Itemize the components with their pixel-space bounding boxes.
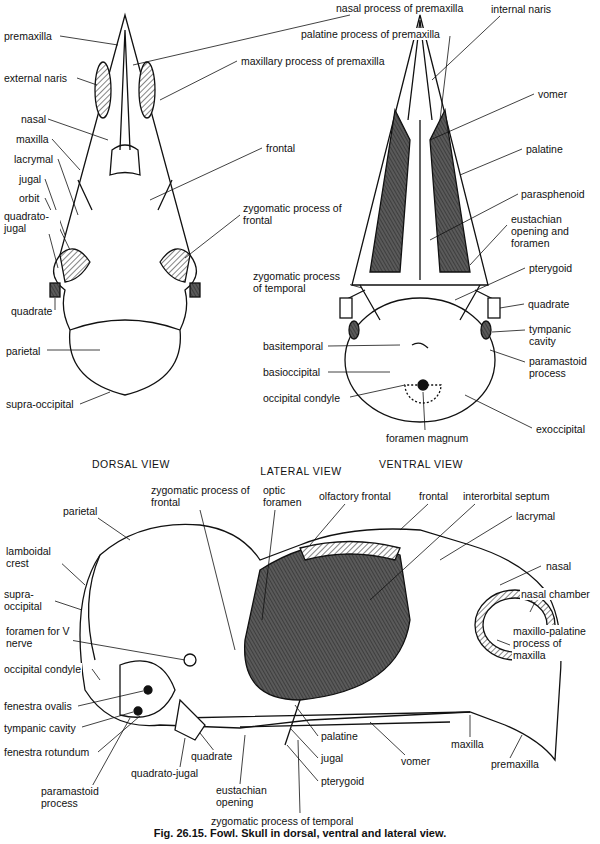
part-label: tympanic cavity: [528, 323, 582, 347]
part-label: lamboidal crest: [5, 545, 62, 569]
part-label: frontal: [418, 490, 449, 502]
part-label: quadrate: [190, 750, 233, 762]
part-label: supra-occipital: [3, 588, 55, 612]
part-label: nasal process of premaxilla: [335, 2, 464, 14]
part-label: parietal: [62, 505, 98, 517]
part-label: jugal: [320, 752, 344, 764]
part-label: foramen magnum: [385, 432, 469, 444]
part-label: quadrato-jugal: [130, 767, 199, 779]
part-label: optic foramen: [262, 484, 310, 508]
part-label: premaxilla: [3, 30, 53, 42]
part-label: occipital condyle: [3, 663, 82, 675]
part-label: pterygoid: [320, 775, 365, 787]
part-label: paramastoid process: [40, 785, 112, 809]
part-label: palatine process of premaxilla: [300, 28, 441, 40]
part-label: zygomatic process of temporal: [252, 270, 350, 294]
part-label: orbit: [18, 192, 40, 204]
part-label: tympanic cavity: [3, 722, 77, 734]
part-label: premaxilla: [490, 758, 540, 770]
view-title: DORSAL VIEW: [60, 458, 202, 470]
part-label: frontal: [265, 142, 296, 154]
part-label: maxilla: [450, 738, 485, 750]
part-label: basioccipital: [262, 366, 321, 378]
part-label: external naris: [3, 72, 68, 84]
part-label: exoccipital: [535, 423, 586, 435]
part-label: quadrate: [10, 305, 53, 317]
part-label: maxillo-palatine process of maxilla: [512, 625, 596, 661]
part-label: fenestra ovalis: [3, 700, 73, 712]
part-label: foramen for V nerve: [5, 625, 73, 649]
part-label: paramastoid process: [528, 355, 596, 379]
view-title: LATERAL VIEW: [230, 465, 372, 477]
part-label: parietal: [5, 345, 41, 357]
part-label: olfactory frontal: [318, 490, 392, 502]
part-label: zygomatic process of frontal: [150, 484, 252, 508]
part-label: basitemporal: [262, 340, 324, 352]
part-label: vomer: [400, 755, 431, 767]
view-title: VENTRAL VIEW: [350, 458, 492, 470]
part-label: maxilla: [15, 133, 50, 145]
figure-caption: Fig. 26.15. Fowl. Skull in dorsal, ventr…: [0, 827, 600, 839]
part-label: lacrymal: [515, 510, 556, 522]
part-label: nasal: [20, 113, 47, 125]
part-label: zygomatic process of frontal: [242, 202, 344, 226]
part-label: supra-occipital: [5, 398, 75, 410]
part-label: occipital condyle: [262, 392, 341, 404]
part-label: jugal: [18, 173, 42, 185]
part-label: pterygoid: [528, 262, 573, 274]
part-label: palatine: [525, 143, 564, 155]
part-label: parasphenoid: [520, 188, 586, 200]
part-label: internal naris: [490, 3, 552, 15]
part-label: zygomatic process of temporal: [210, 815, 354, 827]
part-label: eustachian opening: [215, 784, 277, 808]
part-label: vomer: [537, 88, 568, 100]
part-label: nasal chamber: [520, 588, 591, 600]
part-label: eustachian opening and foramen: [510, 213, 597, 249]
part-label: maxillary process of premaxilla: [240, 55, 386, 67]
part-label: palatine: [320, 730, 359, 742]
part-label: quadrate: [527, 298, 570, 310]
part-label: interorbital septum: [462, 490, 550, 502]
part-label: nasal: [545, 560, 572, 572]
part-label: fenestra rotundum: [3, 746, 90, 758]
part-label: lacrymal: [13, 153, 54, 165]
part-label: quadrato-jugal: [3, 210, 60, 234]
